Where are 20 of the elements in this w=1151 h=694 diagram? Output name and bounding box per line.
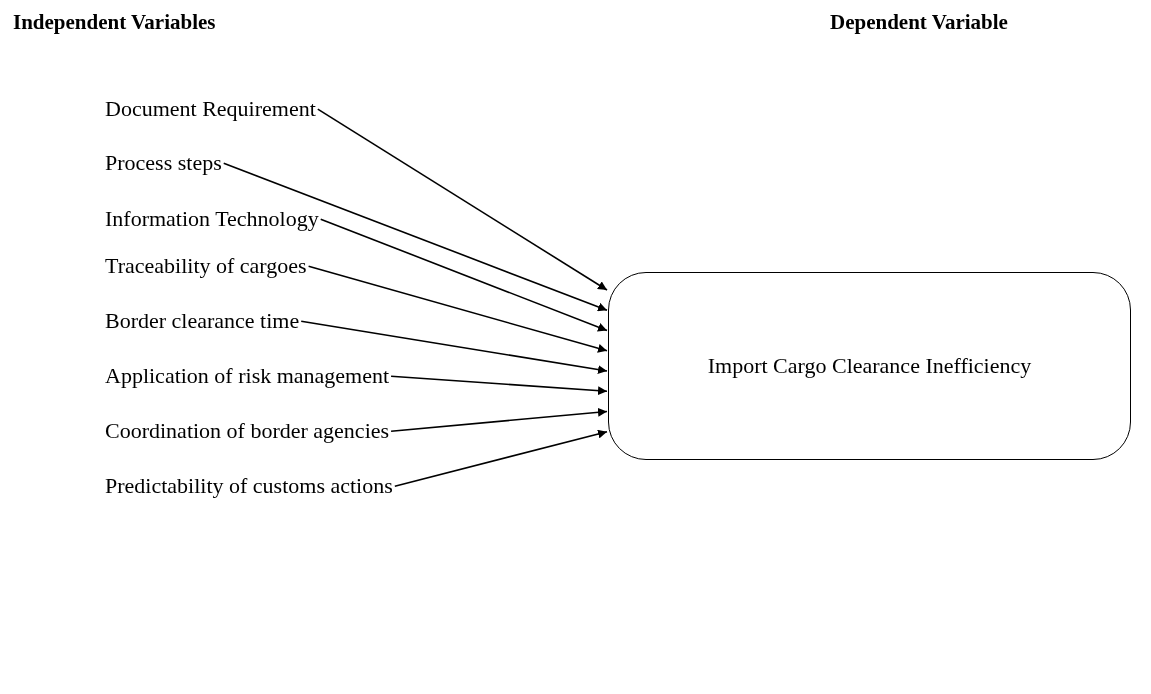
arrow	[394, 429, 608, 487]
column-heading: Independent Variables	[13, 10, 216, 35]
outcome-box	[608, 272, 1131, 460]
variable-label: Predictability of customs actions	[105, 473, 393, 500]
arrow	[390, 407, 608, 432]
arrow	[300, 320, 608, 374]
variable-label: Information Technology	[105, 206, 319, 233]
arrow	[319, 218, 608, 332]
variable-label: Border clearance time	[105, 308, 300, 335]
variable-label: Process steps	[105, 150, 222, 177]
arrow	[316, 108, 608, 291]
column-heading: Dependent Variable	[830, 10, 1008, 35]
arrow	[222, 162, 608, 312]
outcome-text: Import Cargo Clearance Inefficiency	[707, 353, 1032, 379]
variable-label: Application of risk management	[105, 363, 390, 390]
arrow	[390, 375, 608, 396]
variable-label: Document Requirement	[105, 96, 316, 123]
variable-label: Coordination of border agencies	[105, 418, 390, 445]
variable-label: Traceability of cargoes	[105, 253, 307, 280]
arrow	[307, 265, 608, 353]
